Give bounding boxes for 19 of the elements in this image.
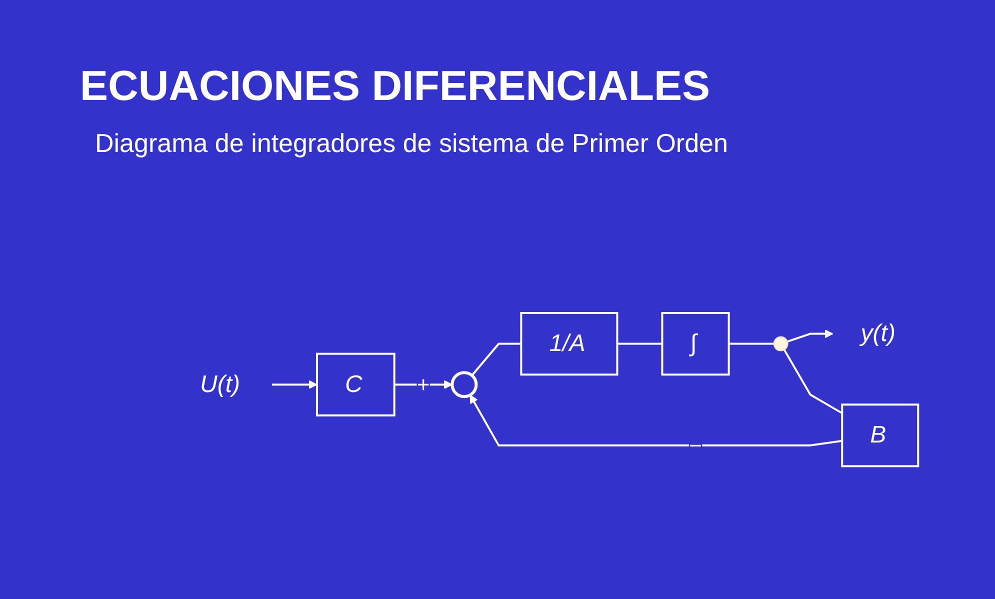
node-circle (450, 372, 478, 398)
connector (617, 343, 662, 346)
node-dot (774, 336, 789, 352)
node-text: U(t) (200, 371, 240, 398)
node-box: ∫ (661, 312, 730, 376)
arrow (787, 330, 834, 343)
diagram-title: ECUACIONES DIFERENCIALES (80, 62, 710, 110)
connector (729, 343, 774, 346)
node-text: y(t) (861, 320, 896, 348)
node-box: 1/A (520, 312, 618, 376)
connector (784, 350, 843, 414)
subtitle: Diagrama de integradores de sistema de Primer Orden (95, 128, 728, 159)
connector (471, 343, 522, 376)
edge-label: − (689, 433, 702, 458)
node-box: B (841, 404, 920, 468)
arrow (272, 380, 318, 390)
edge-label: + (417, 372, 430, 398)
arrow (470, 395, 843, 447)
node-box: C (316, 353, 396, 417)
